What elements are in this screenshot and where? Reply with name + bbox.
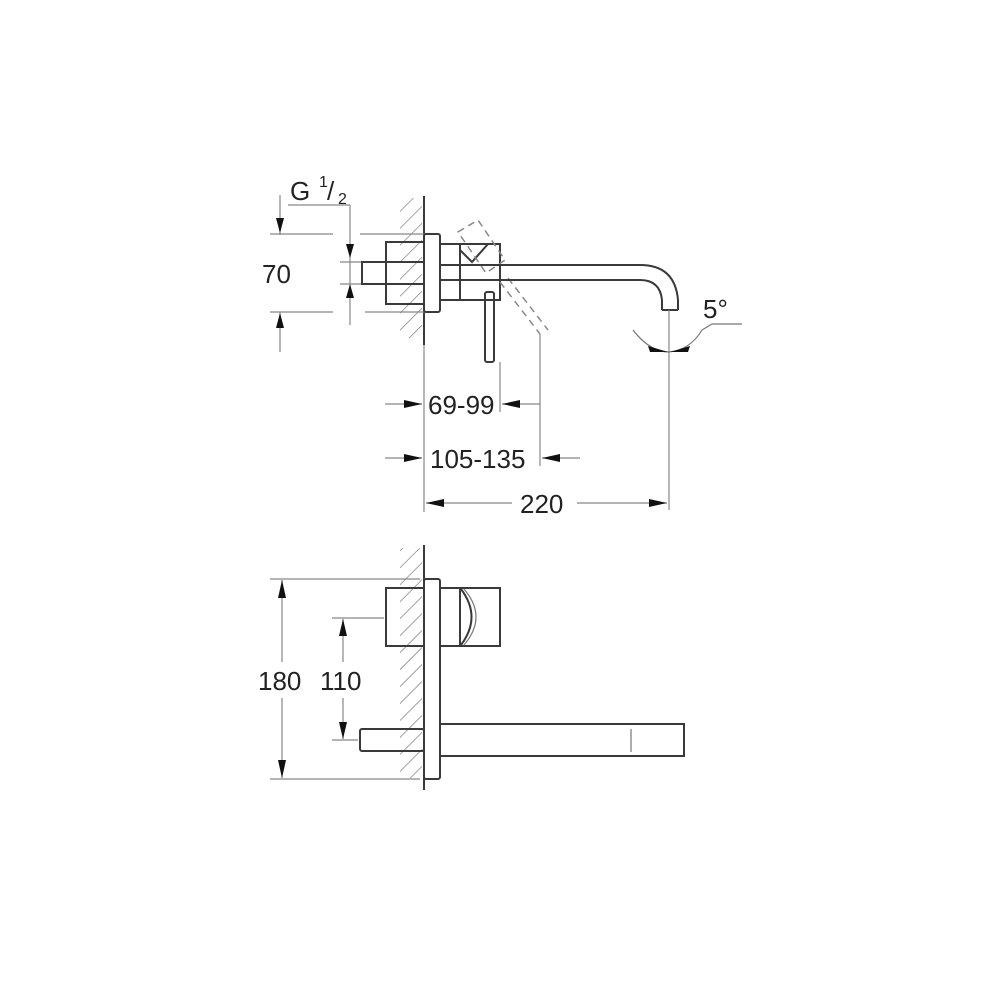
- arrow-icon: [346, 244, 354, 258]
- lever-projection-label: 69-99: [428, 390, 495, 420]
- arrow-icon: [542, 454, 560, 462]
- arrow-icon: [276, 218, 284, 233]
- arrow-icon: [276, 313, 284, 328]
- thread-fraction-slash: /: [327, 176, 335, 206]
- front-view: 180 110: [258, 545, 685, 790]
- arrow-icon: [502, 400, 520, 408]
- overall-height-label: 180: [258, 666, 301, 696]
- arrow-icon: [278, 760, 286, 778]
- side-view: G 1 / 2 70 5°: [262, 174, 742, 519]
- spout-reach-label: 220: [520, 489, 563, 519]
- thread-fraction-den: 2: [338, 191, 347, 208]
- arrow-icon: [649, 499, 667, 507]
- height-offset-label: 70: [262, 259, 291, 289]
- arrow-icon: [278, 580, 286, 598]
- thread-label: G: [290, 176, 310, 206]
- arrow-icon: [670, 346, 690, 352]
- wall-hatch: [400, 548, 422, 778]
- arrow-icon: [339, 722, 347, 739]
- arrow-icon: [648, 346, 668, 352]
- arrow-icon: [426, 499, 444, 507]
- arrow-icon: [404, 400, 422, 408]
- centre-distance-label: 110: [320, 666, 361, 696]
- lever-max-projection-label: 105-135: [430, 444, 525, 474]
- thread-fraction-num: 1: [319, 174, 328, 191]
- arrow-icon: [346, 284, 354, 298]
- arrow-icon: [339, 619, 347, 636]
- wall-hatch: [400, 198, 422, 338]
- spout-angle-label: 5°: [703, 294, 728, 324]
- arrow-icon: [404, 454, 422, 462]
